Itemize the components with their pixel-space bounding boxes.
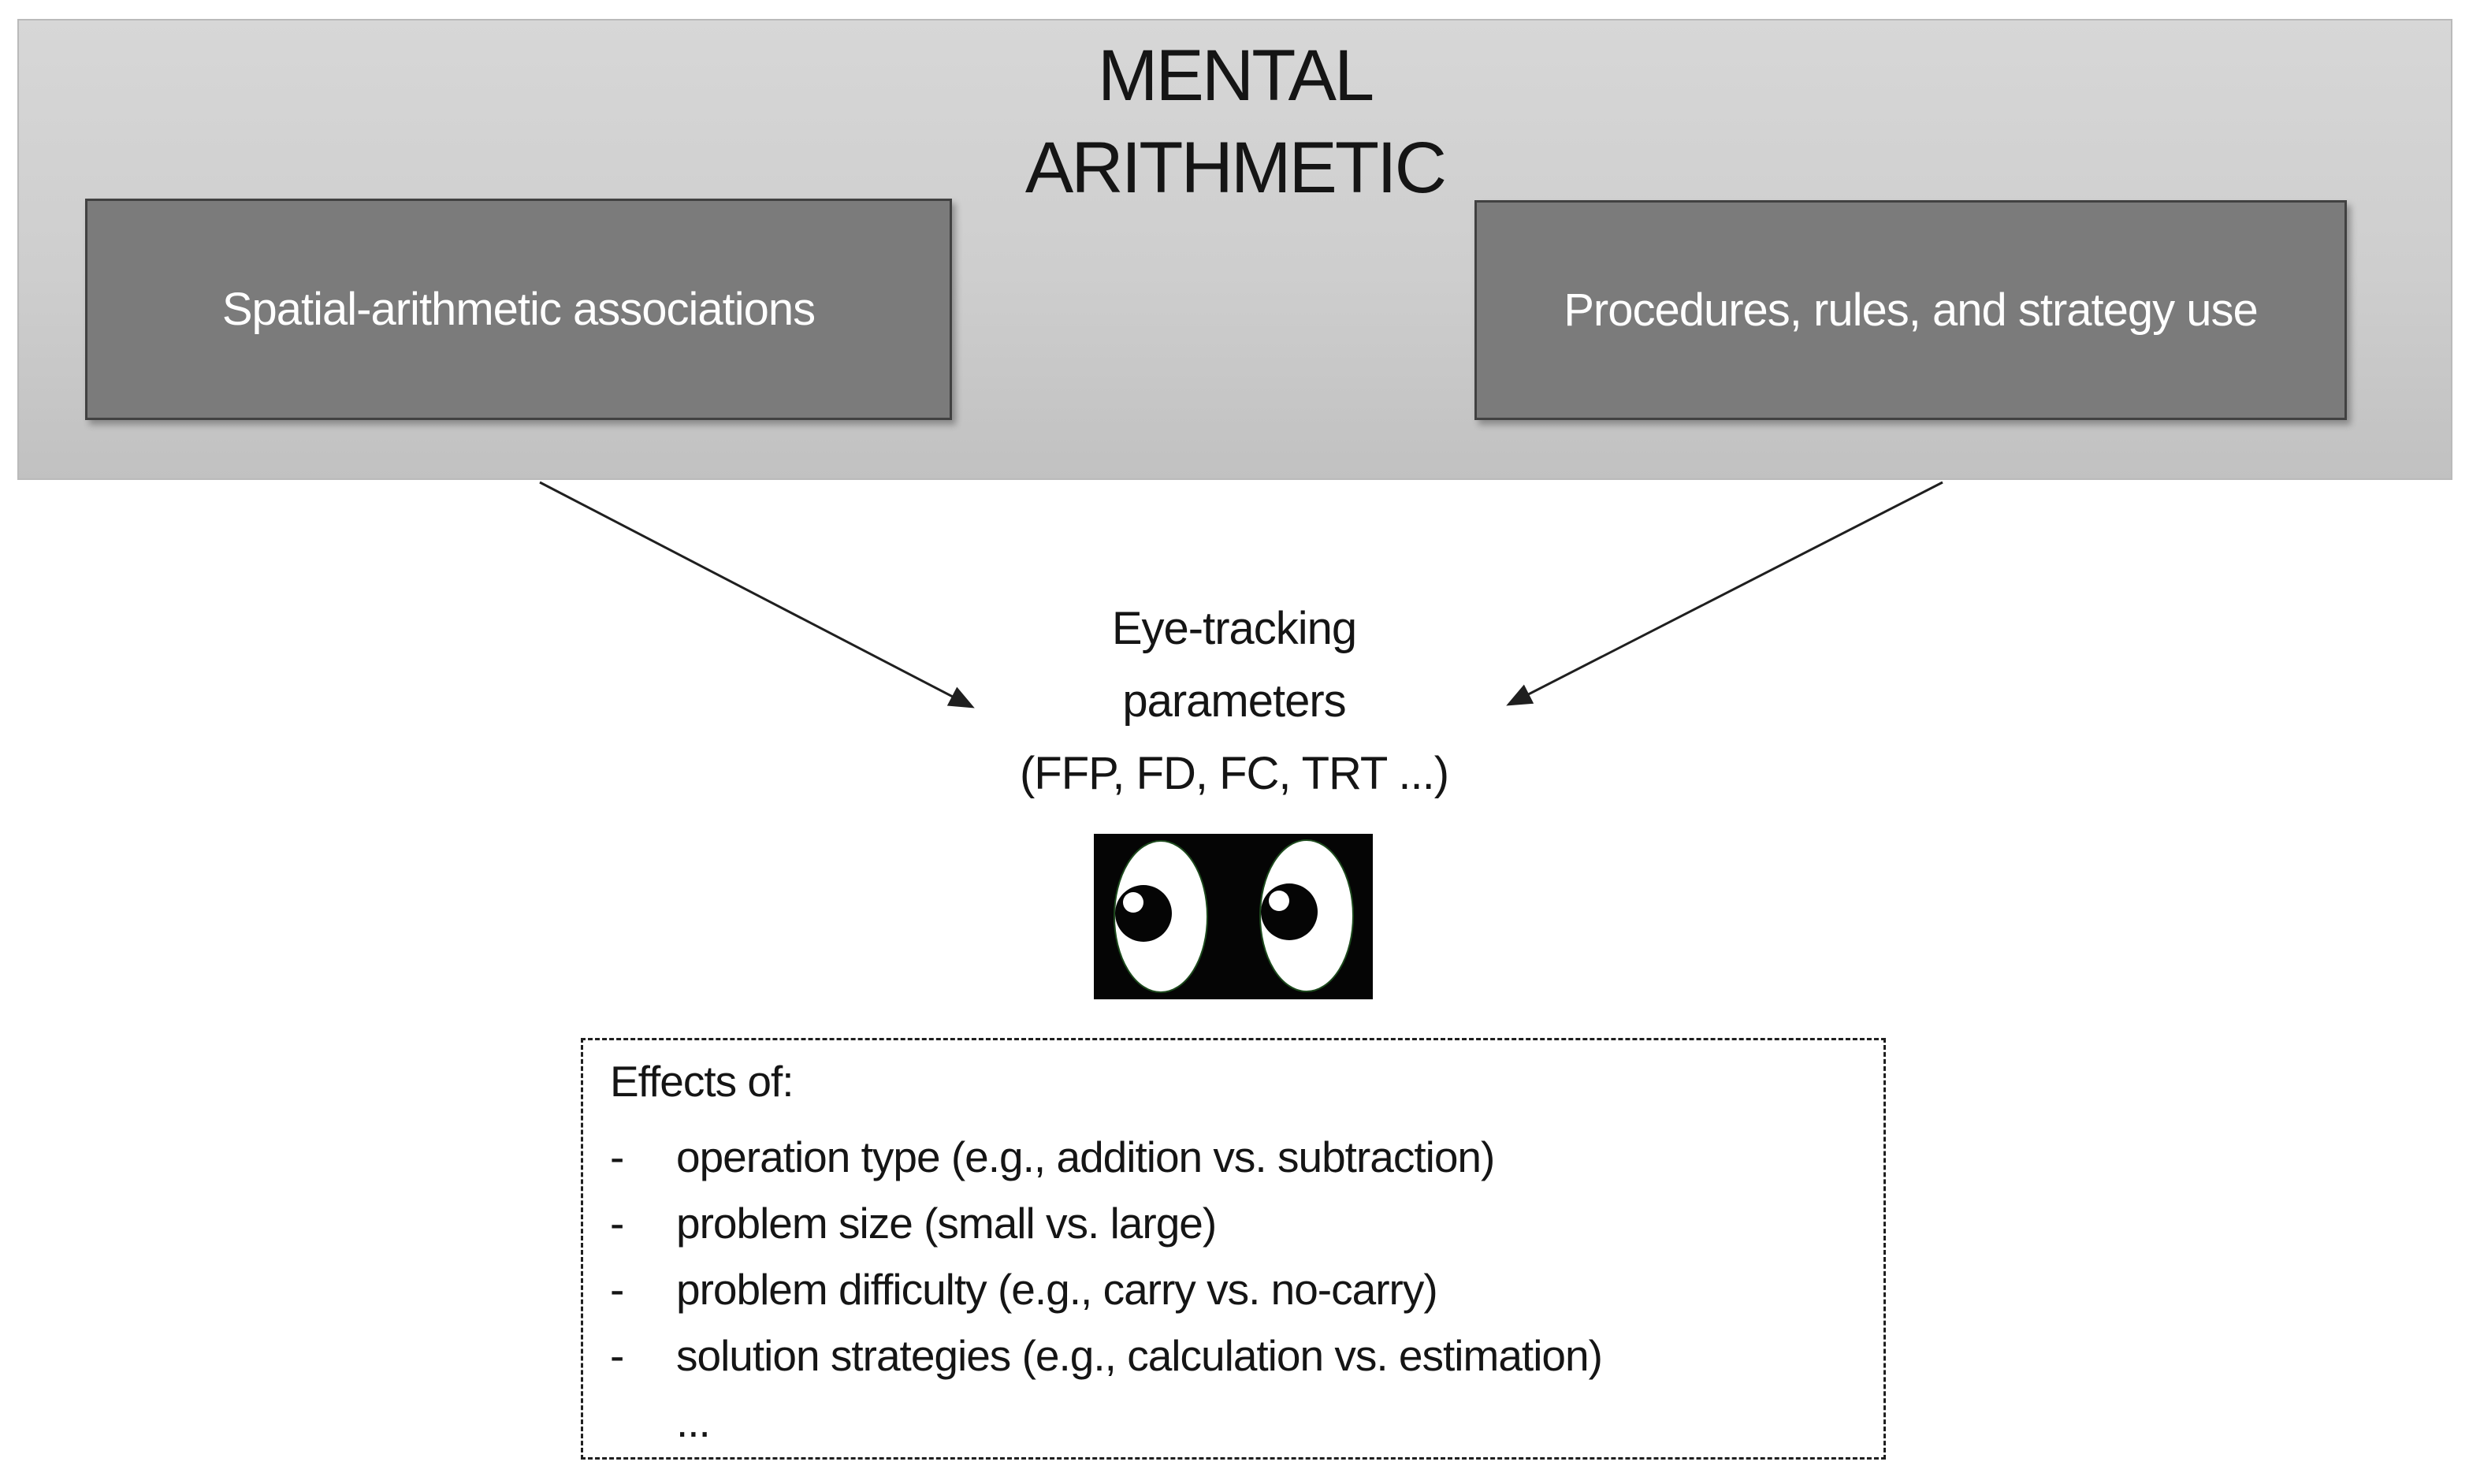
- title-line-2: ARITHMETIC: [1024, 128, 1447, 208]
- box-spatial-arithmetic-associations: Spatial-arithmetic associations: [85, 199, 952, 420]
- effects-list-item: - solution strategies (e.g., calculation…: [610, 1322, 1868, 1389]
- effects-box: Effects of: - operation type (e.g., addi…: [581, 1038, 1886, 1460]
- effects-bullet-solution-strategies: solution strategies (e.g., calculation v…: [676, 1331, 1603, 1380]
- eye-tracking-parameters-label: Eye-tracking parameters (FFP, FD, FC, TR…: [840, 593, 1628, 810]
- effects-heading: Effects of:: [610, 1057, 794, 1106]
- center-line-2: parameters: [1122, 675, 1346, 727]
- effects-list-item: - problem size (small vs. large): [610, 1190, 1868, 1256]
- bullet-dash: -: [610, 1199, 624, 1248]
- effects-ellipsis: ...: [676, 1397, 711, 1446]
- box-spatial-label: Spatial-arithmetic associations: [221, 284, 816, 335]
- bullet-dash: -: [610, 1331, 624, 1380]
- title-line-1: MENTAL: [1097, 35, 1374, 116]
- effects-bullet-problem-size: problem size (small vs. large): [676, 1199, 1217, 1248]
- effects-bullet-problem-difficulty: problem difficulty (e.g., carry vs. no-c…: [676, 1265, 1438, 1314]
- bullet-dash: -: [610, 1265, 624, 1314]
- box-procedures-rules-strategy: Procedures, rules, and strategy use: [1474, 200, 2347, 420]
- bullet-dash: -: [610, 1133, 624, 1181]
- effects-bullet-operation-type: operation type (e.g., addition vs. subtr…: [676, 1133, 1495, 1181]
- box-procedures-label: Procedures, rules, and strategy use: [1564, 285, 2259, 336]
- page-title: MENTAL ARITHMETIC: [19, 30, 2451, 214]
- effects-list-item: - operation type (e.g., addition vs. sub…: [610, 1124, 1868, 1190]
- eyes-icon: [1094, 834, 1373, 999]
- effects-list-item: - problem difficulty (e.g., carry vs. no…: [610, 1256, 1868, 1322]
- center-line-1: Eye-tracking: [1111, 603, 1357, 654]
- center-line-3: (FFP, FD, FC, TRT ...): [1019, 748, 1449, 799]
